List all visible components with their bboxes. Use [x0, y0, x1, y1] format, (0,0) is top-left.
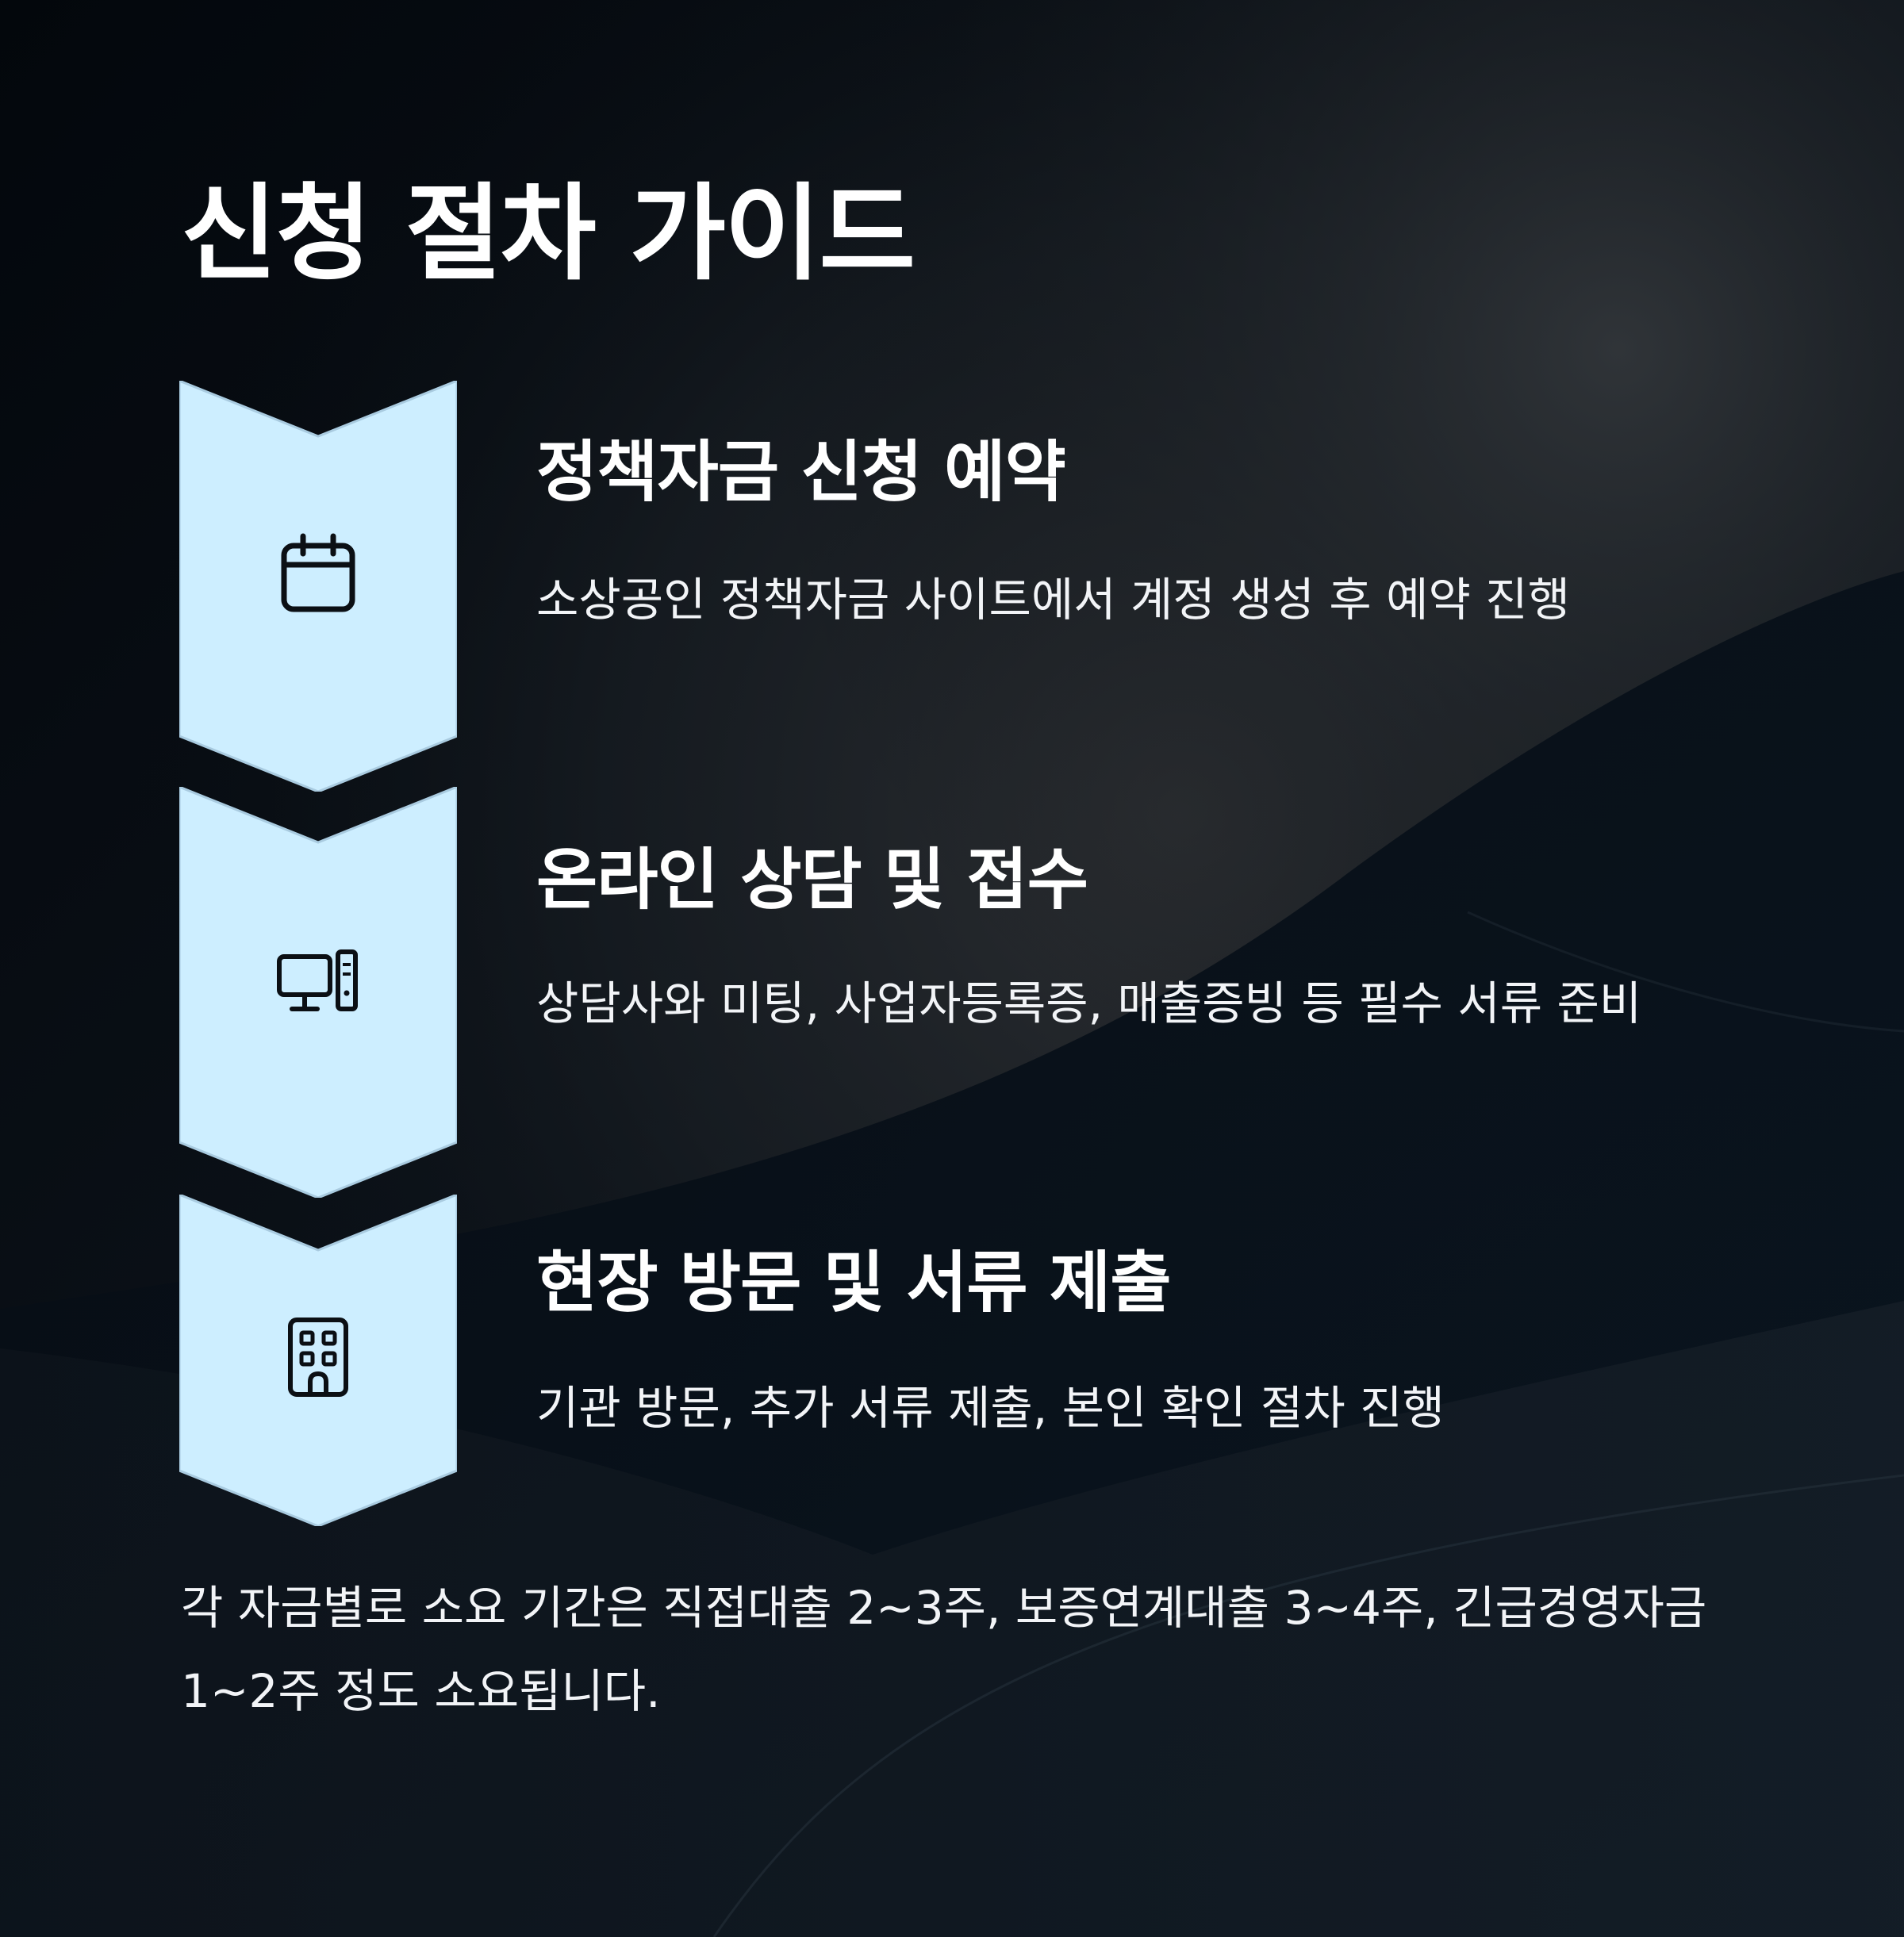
step-chevron	[179, 381, 457, 792]
footer-note: 각 자금별로 소요 기간은 직접대출 2~3주, 보증연계대출 3~4주, 긴급…	[181, 1581, 1707, 1718]
building-icon	[288, 1318, 348, 1397]
computer-icon	[277, 949, 358, 1011]
calendar-icon	[281, 533, 355, 612]
step-title: 온라인 상담 및 접수	[536, 841, 1088, 919]
page-title: 신청 절차 가이드	[181, 173, 916, 295]
step-title: 정책자금 신청 예약	[536, 433, 1066, 511]
step-description: 상담사와 미팅, 사업자등록증, 매출증빙 등 필수 서류 준비	[536, 976, 1642, 1030]
step-chevron	[179, 1195, 457, 1526]
step-title: 현장 방문 및 서류 제출	[536, 1244, 1171, 1321]
step-description: 소상공인 정책자금 사이트에서 계정 생성 후 예약 진행	[536, 573, 1570, 627]
step-description: 기관 방문, 추가 서류 제출, 본인 확인 절차 진행	[536, 1381, 1445, 1435]
